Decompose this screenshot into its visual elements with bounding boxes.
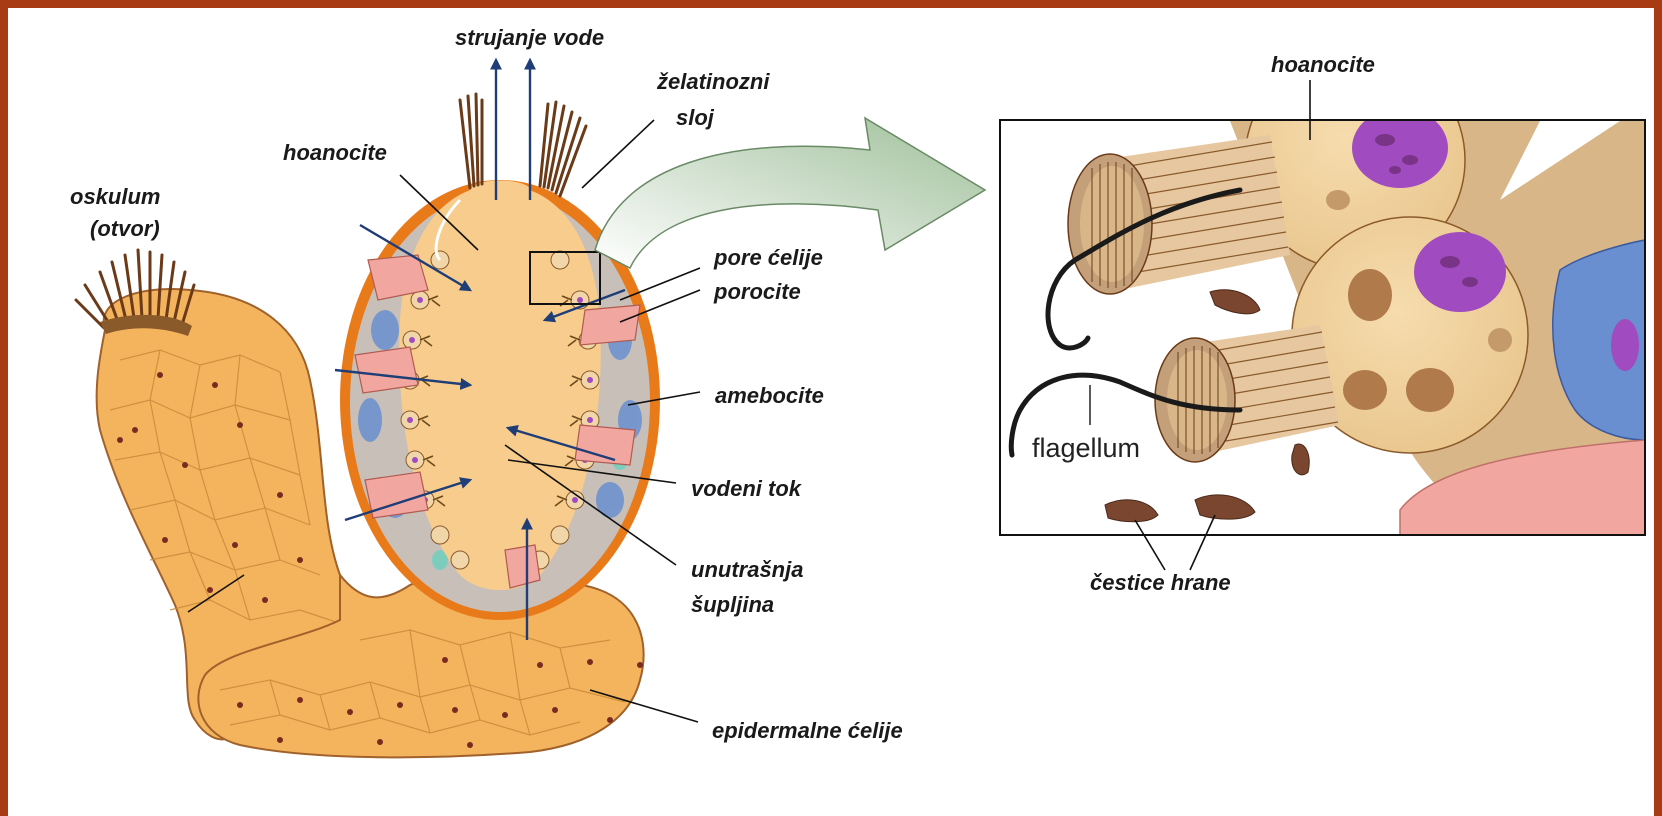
sponge-diagram — [8, 8, 1654, 816]
label-porocite: porocite — [714, 279, 801, 305]
label-oskulum: oskulum — [70, 184, 160, 210]
label-hoanocite-right: hoanocite — [1271, 52, 1375, 78]
label-sloj: sloj — [676, 105, 714, 131]
label-hoanocite-left: hoanocite — [283, 140, 387, 166]
label-amebocite: amebocite — [715, 383, 824, 409]
diagram-frame: strujanje vode želatinozni sloj hoanocit… — [8, 8, 1654, 816]
osculum-bristles — [460, 94, 586, 196]
label-flagellum: flagellum — [1032, 433, 1140, 464]
label-otvor: (otvor) — [90, 216, 160, 242]
label-cestice-hrane: čestice hrane — [1090, 570, 1231, 596]
label-zelatinozni: želatinozni — [657, 69, 769, 95]
label-unutrasnja: unutrašnja — [691, 557, 803, 583]
label-pore-celije: pore ćelije — [714, 245, 823, 271]
label-strujanje-vode: strujanje vode — [455, 25, 604, 51]
label-supljina: šupljina — [691, 592, 774, 618]
label-epidermalne-celije: epidermalne ćelije — [712, 718, 903, 744]
label-vodeni-tok: vodeni tok — [691, 476, 801, 502]
